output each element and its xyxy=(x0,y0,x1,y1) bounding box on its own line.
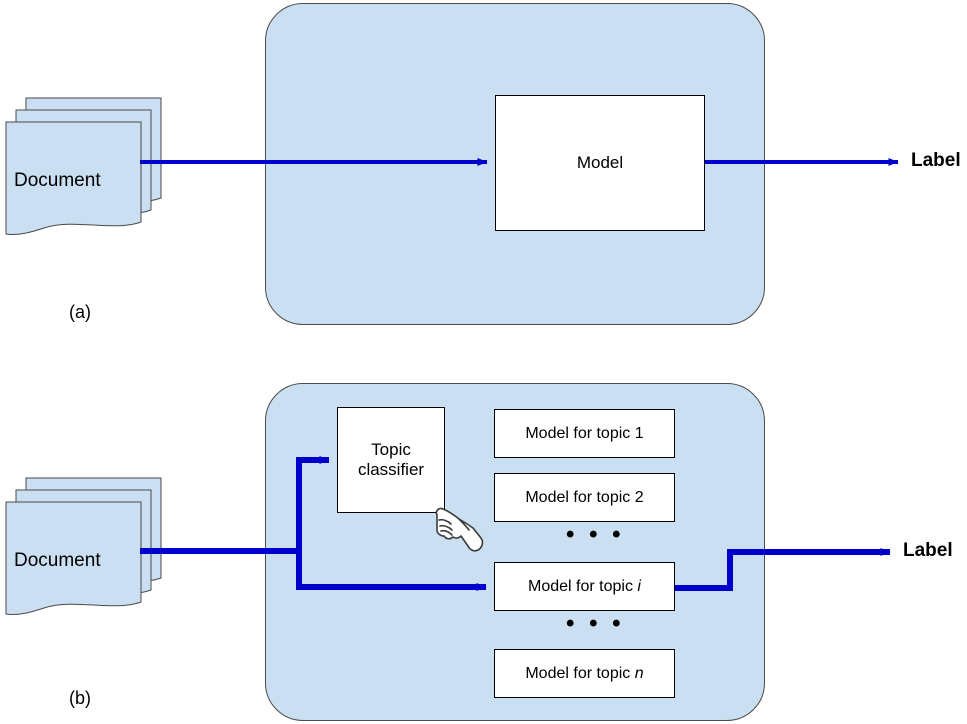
panel-b-model-box-topic-2-label: Model for topic xyxy=(525,488,635,506)
panel-a-tag: (a) xyxy=(69,302,91,322)
panel-b-document-label: Document xyxy=(14,550,101,571)
panel-a-model-box[interactable]: Model xyxy=(495,95,705,231)
pointing-hand-icon xyxy=(428,503,492,559)
panel-b-tag: (b) xyxy=(69,688,91,708)
panel-b-topic-classifier-label: Topic classifier xyxy=(357,439,425,479)
panel-b-model-box-topic-2-suffix: 2 xyxy=(634,488,644,506)
panel-a-model-box-label: Model xyxy=(576,152,624,172)
panel-b-output-label: Label xyxy=(903,540,953,561)
panel-b-ellipsis-upper: • • • xyxy=(566,521,625,548)
panel-b-model-box-topic-1-suffix: 1 xyxy=(634,424,644,442)
panel-a-document-stack: Document xyxy=(4,96,164,236)
panel-b-model-box-topic-i-suffix: i xyxy=(637,577,641,595)
panel-b-model-box-topic-1-label: Model for topic xyxy=(525,424,635,442)
panel-b-model-box-topic-2[interactable]: Model for topic 2 xyxy=(494,473,675,522)
document-page-front xyxy=(5,501,142,615)
panel-b-model-box-topic-n[interactable]: Model for topic n xyxy=(494,649,675,698)
panel-b-document-stack: Document xyxy=(4,476,164,616)
panel-b-model-box-topic-n-label: Model for topic xyxy=(525,664,635,682)
panel-b-model-box-topic-n-suffix: n xyxy=(634,664,644,682)
panel-b-model-box-topic-1[interactable]: Model for topic 1 xyxy=(494,409,675,458)
panel-a-document-label: Document xyxy=(14,170,101,191)
panel-a-output-label: Label xyxy=(911,150,961,171)
panel-b-topic-classifier-box[interactable]: Topic classifier xyxy=(337,407,445,513)
panel-b-ellipsis-lower: • • • xyxy=(566,610,625,637)
panel-b-model-box-topic-i[interactable]: Model for topic i xyxy=(494,562,675,611)
document-page-front xyxy=(5,121,142,235)
panel-b-model-box-topic-i-label: Model for topic xyxy=(528,577,638,595)
